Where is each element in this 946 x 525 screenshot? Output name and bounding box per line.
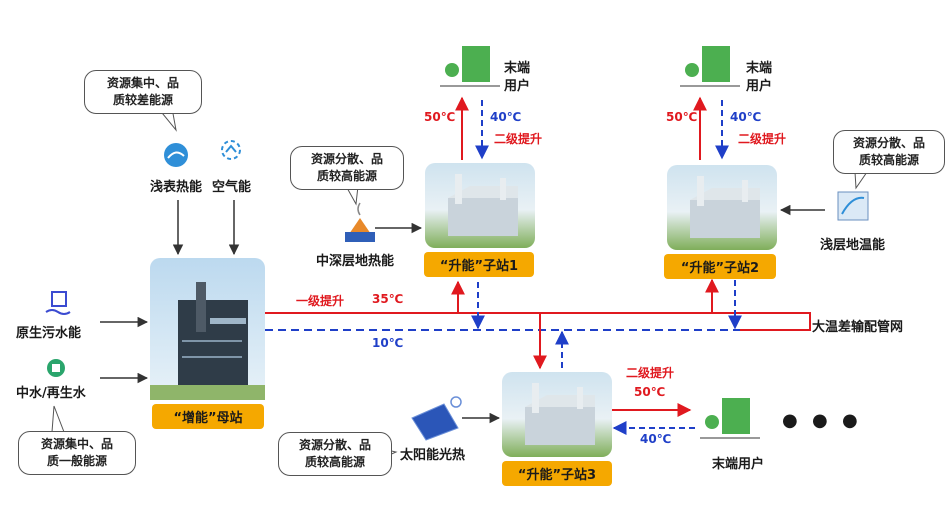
solar-panel-icon — [411, 396, 462, 441]
callout-top-left: 资源集中、品 质较差能源 — [84, 70, 202, 114]
ss1-secondary-boost: 二级提升 — [494, 132, 543, 146]
callout-mid-deep: 资源分散、品 质较高能源 — [290, 146, 404, 190]
callout-bottom-left: 资源集中、品 质一般能源 — [18, 431, 136, 475]
callout-right: 资源分散、品 质较高能源 — [833, 130, 945, 174]
callout-pointer-bottom-left — [51, 405, 65, 433]
ss1-supply-temp: 50℃ — [424, 110, 456, 124]
supply-pipe — [265, 312, 811, 331]
callout-line: 资源集中、品 — [106, 76, 179, 90]
shallow-heat-icon — [164, 143, 188, 167]
primary-supply-temp: 35℃ — [372, 292, 404, 306]
mother-station-image — [150, 258, 265, 400]
user-line: 用户 — [504, 79, 531, 94]
callout-pointer-right — [854, 171, 868, 190]
callout-line: 质较高能源 — [858, 153, 919, 167]
callout-line: 资源集中、品 — [40, 437, 113, 451]
sewage-icon — [45, 291, 71, 315]
ss3-return-temp: 40℃ — [640, 432, 672, 446]
user1-building-icon — [440, 46, 500, 87]
substation1-image — [425, 163, 535, 248]
callout-line: 质一般能源 — [46, 454, 107, 468]
primary-boost-label: 一级提升 — [296, 294, 345, 308]
ss2-secondary-boost: 二级提升 — [738, 132, 787, 146]
reclaimed-water-icon — [47, 359, 65, 377]
more-ellipsis: ● ● ● — [782, 410, 862, 431]
user-line: 末端 — [746, 61, 773, 76]
reclaimed-water-label: 中水/再生水 — [16, 386, 86, 401]
shallow-geothermal-label: 浅层地温能 — [820, 238, 886, 253]
pipe-network-label: 大温差输配管网 — [812, 320, 904, 335]
callout-solar: 资源分散、品 质较高能源 — [278, 432, 392, 476]
shallow-geothermal-icon — [837, 191, 869, 221]
raw-sewage-label: 原生污水能 — [16, 326, 82, 341]
ss2-return-temp: 40℃ — [730, 110, 762, 124]
user1-label: 末端 用户 — [504, 60, 530, 96]
ss1-return-temp: 40℃ — [490, 110, 522, 124]
solar-thermal-label: 太阳能光热 — [400, 448, 466, 463]
callout-line: 资源分散、品 — [852, 136, 925, 150]
callout-line: 资源分散、品 — [298, 438, 371, 452]
callout-line: 质较差能源 — [112, 93, 173, 107]
substation3-image — [502, 372, 612, 457]
user-line: 末端 — [504, 61, 531, 76]
substation3-tag: “升能”子站3 — [502, 461, 612, 486]
user-line: 用户 — [746, 79, 773, 94]
callout-line: 质较高能源 — [316, 169, 377, 183]
ss3-supply-temp: 50℃ — [634, 385, 666, 399]
substation2-tag: “升能”子站2 — [664, 254, 776, 279]
ss2-supply-temp: 50℃ — [666, 110, 698, 124]
air-energy-icon — [221, 140, 241, 160]
mid-deep-geothermal-label: 中深层地热能 — [316, 254, 395, 269]
user3-building-icon — [700, 398, 760, 439]
substation1-tag: “升能”子站1 — [424, 252, 534, 277]
mother-station-tag: “增能”母站 — [152, 404, 264, 429]
pipe-network — [265, 312, 811, 331]
primary-return-temp: 10℃ — [372, 336, 404, 350]
user2-label: 末端 用户 — [746, 60, 772, 96]
air-energy-label: 空气能 — [212, 180, 252, 195]
user2-building-icon — [680, 46, 740, 87]
user3-label: 末端用户 — [712, 457, 765, 472]
callout-line: 质较高能源 — [304, 455, 365, 469]
ss3-secondary-boost: 二级提升 — [626, 366, 675, 380]
callout-line: 资源分散、品 — [310, 152, 383, 166]
substation2-image — [667, 165, 777, 250]
mid-deep-geothermal-icon — [345, 202, 375, 242]
shallow-heat-label: 浅表热能 — [150, 180, 203, 195]
